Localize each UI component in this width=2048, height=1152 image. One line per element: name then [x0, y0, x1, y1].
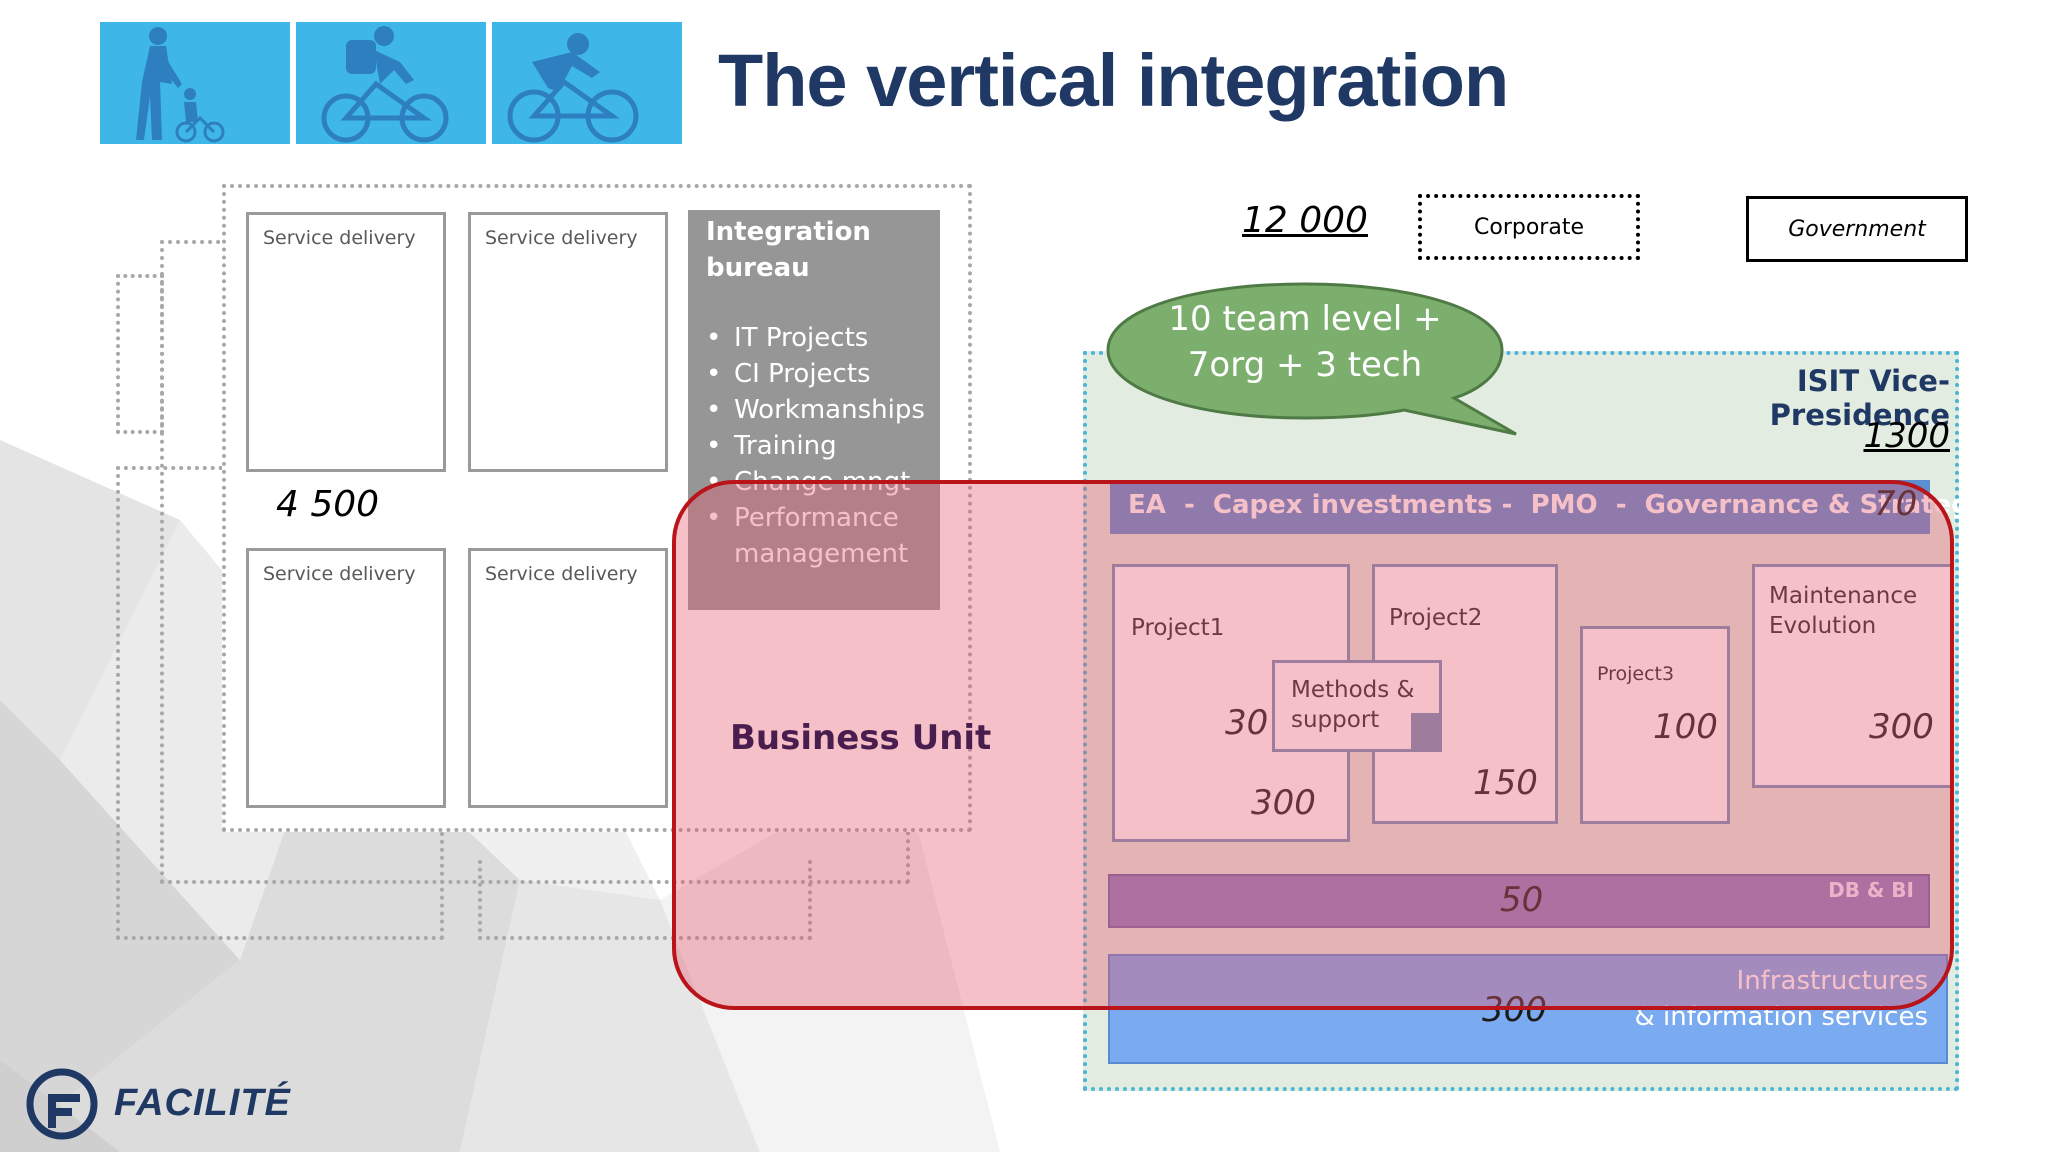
service-delivery-box: Service delivery: [246, 212, 446, 472]
frame-back-left: [116, 274, 164, 434]
bureau-title-line: Integration: [706, 217, 871, 247]
facilite-logo-icon: [26, 1068, 98, 1140]
project2-label: Project2: [1389, 605, 1483, 631]
walking-child-icon: [136, 27, 225, 143]
speech-bubble: [1106, 282, 1517, 436]
db-bi-bar: DB & BI 50: [1108, 874, 1930, 928]
total-count: 12 000: [1242, 200, 1368, 241]
corporate-box: Corporate: [1418, 194, 1640, 260]
speech-line: 7org + 3 tech: [1187, 345, 1423, 385]
speech-text: 10 team level + 7org + 3 tech: [1120, 296, 1490, 388]
ea-bar-label: EA - Capex investments - PMO - Governanc…: [1128, 490, 1987, 520]
project3-box: Project3 100: [1580, 626, 1730, 824]
business-unit-label: Business Unit: [730, 718, 992, 758]
project1-label: Project1: [1131, 615, 1225, 641]
db-bi-count: 50: [1500, 880, 1544, 920]
page-title: The vertical integration: [718, 39, 1509, 122]
bureau-list: IT Projects CI Projects Workmanships Tra…: [706, 320, 925, 536]
methods-corner: [1411, 713, 1441, 751]
ea-bar: EA - Capex investments - PMO - Governanc…: [1110, 480, 1987, 534]
maintenance-line: Evolution: [1769, 613, 1877, 639]
infra-count: 300: [1482, 990, 1547, 1030]
maintenance-count: 300: [1869, 707, 1934, 747]
bureau-item: IT Projects: [706, 320, 925, 356]
service-delivery-label: Service delivery: [485, 563, 638, 585]
methods-line: Methods &: [1291, 677, 1415, 703]
speech-line: 10 team level +: [1168, 299, 1442, 339]
frame-back-2: [478, 860, 812, 940]
racing-cyclist-icon: [507, 33, 639, 143]
service-delivery-box: Service delivery: [246, 548, 446, 808]
project3-count: 100: [1653, 707, 1718, 747]
government-box: Government: [1746, 196, 1968, 262]
project1-count-b: 300: [1251, 783, 1316, 823]
maintenance-line: Maintenance: [1769, 583, 1918, 609]
header-photo-cyclist: [296, 22, 486, 144]
logo-brand: FACILITÉ: [114, 1082, 291, 1124]
bureau-title: Integration bureau: [706, 214, 871, 286]
business-unit-overlay: [672, 480, 1954, 1010]
methods-line: support: [1291, 707, 1380, 733]
service-delivery-box: Service delivery: [468, 548, 668, 808]
service-delivery-box: Service delivery: [468, 212, 668, 472]
cyclist-backpack-icon: [321, 26, 449, 143]
service-delivery-label: Service delivery: [263, 563, 416, 585]
maintenance-box: Maintenance Evolution 300: [1752, 564, 1954, 788]
methods-support-box: Methods & support: [1272, 660, 1442, 752]
project3-label: Project3: [1597, 663, 1675, 685]
bureau-item: CI Projects: [706, 356, 925, 392]
db-bi-label: DB & BI: [1828, 878, 1914, 902]
header-photo-racing: [492, 22, 682, 144]
government-label: Government: [1788, 216, 1926, 242]
project1-count-a: 30: [1225, 703, 1269, 743]
bureau-item: Workmanships: [706, 392, 925, 428]
service-delivery-label: Service delivery: [263, 227, 416, 249]
integration-bureau: Integration bureau IT Projects CI Projec…: [688, 210, 940, 610]
project2-count: 150: [1473, 763, 1538, 803]
service-delivery-label: Service delivery: [485, 227, 638, 249]
corporate-label: Corporate: [1474, 214, 1584, 240]
isit-count: 1300: [1863, 416, 1950, 456]
bureau-title-line: bureau: [706, 253, 810, 283]
header-photo-walking: [100, 22, 290, 144]
bureau-item-continuation: management: [734, 539, 909, 569]
business-unit-count: 4 500: [276, 484, 380, 525]
bureau-item: Training: [706, 428, 925, 464]
isit-title: ISIT Vice-Presidence: [1769, 364, 1950, 432]
